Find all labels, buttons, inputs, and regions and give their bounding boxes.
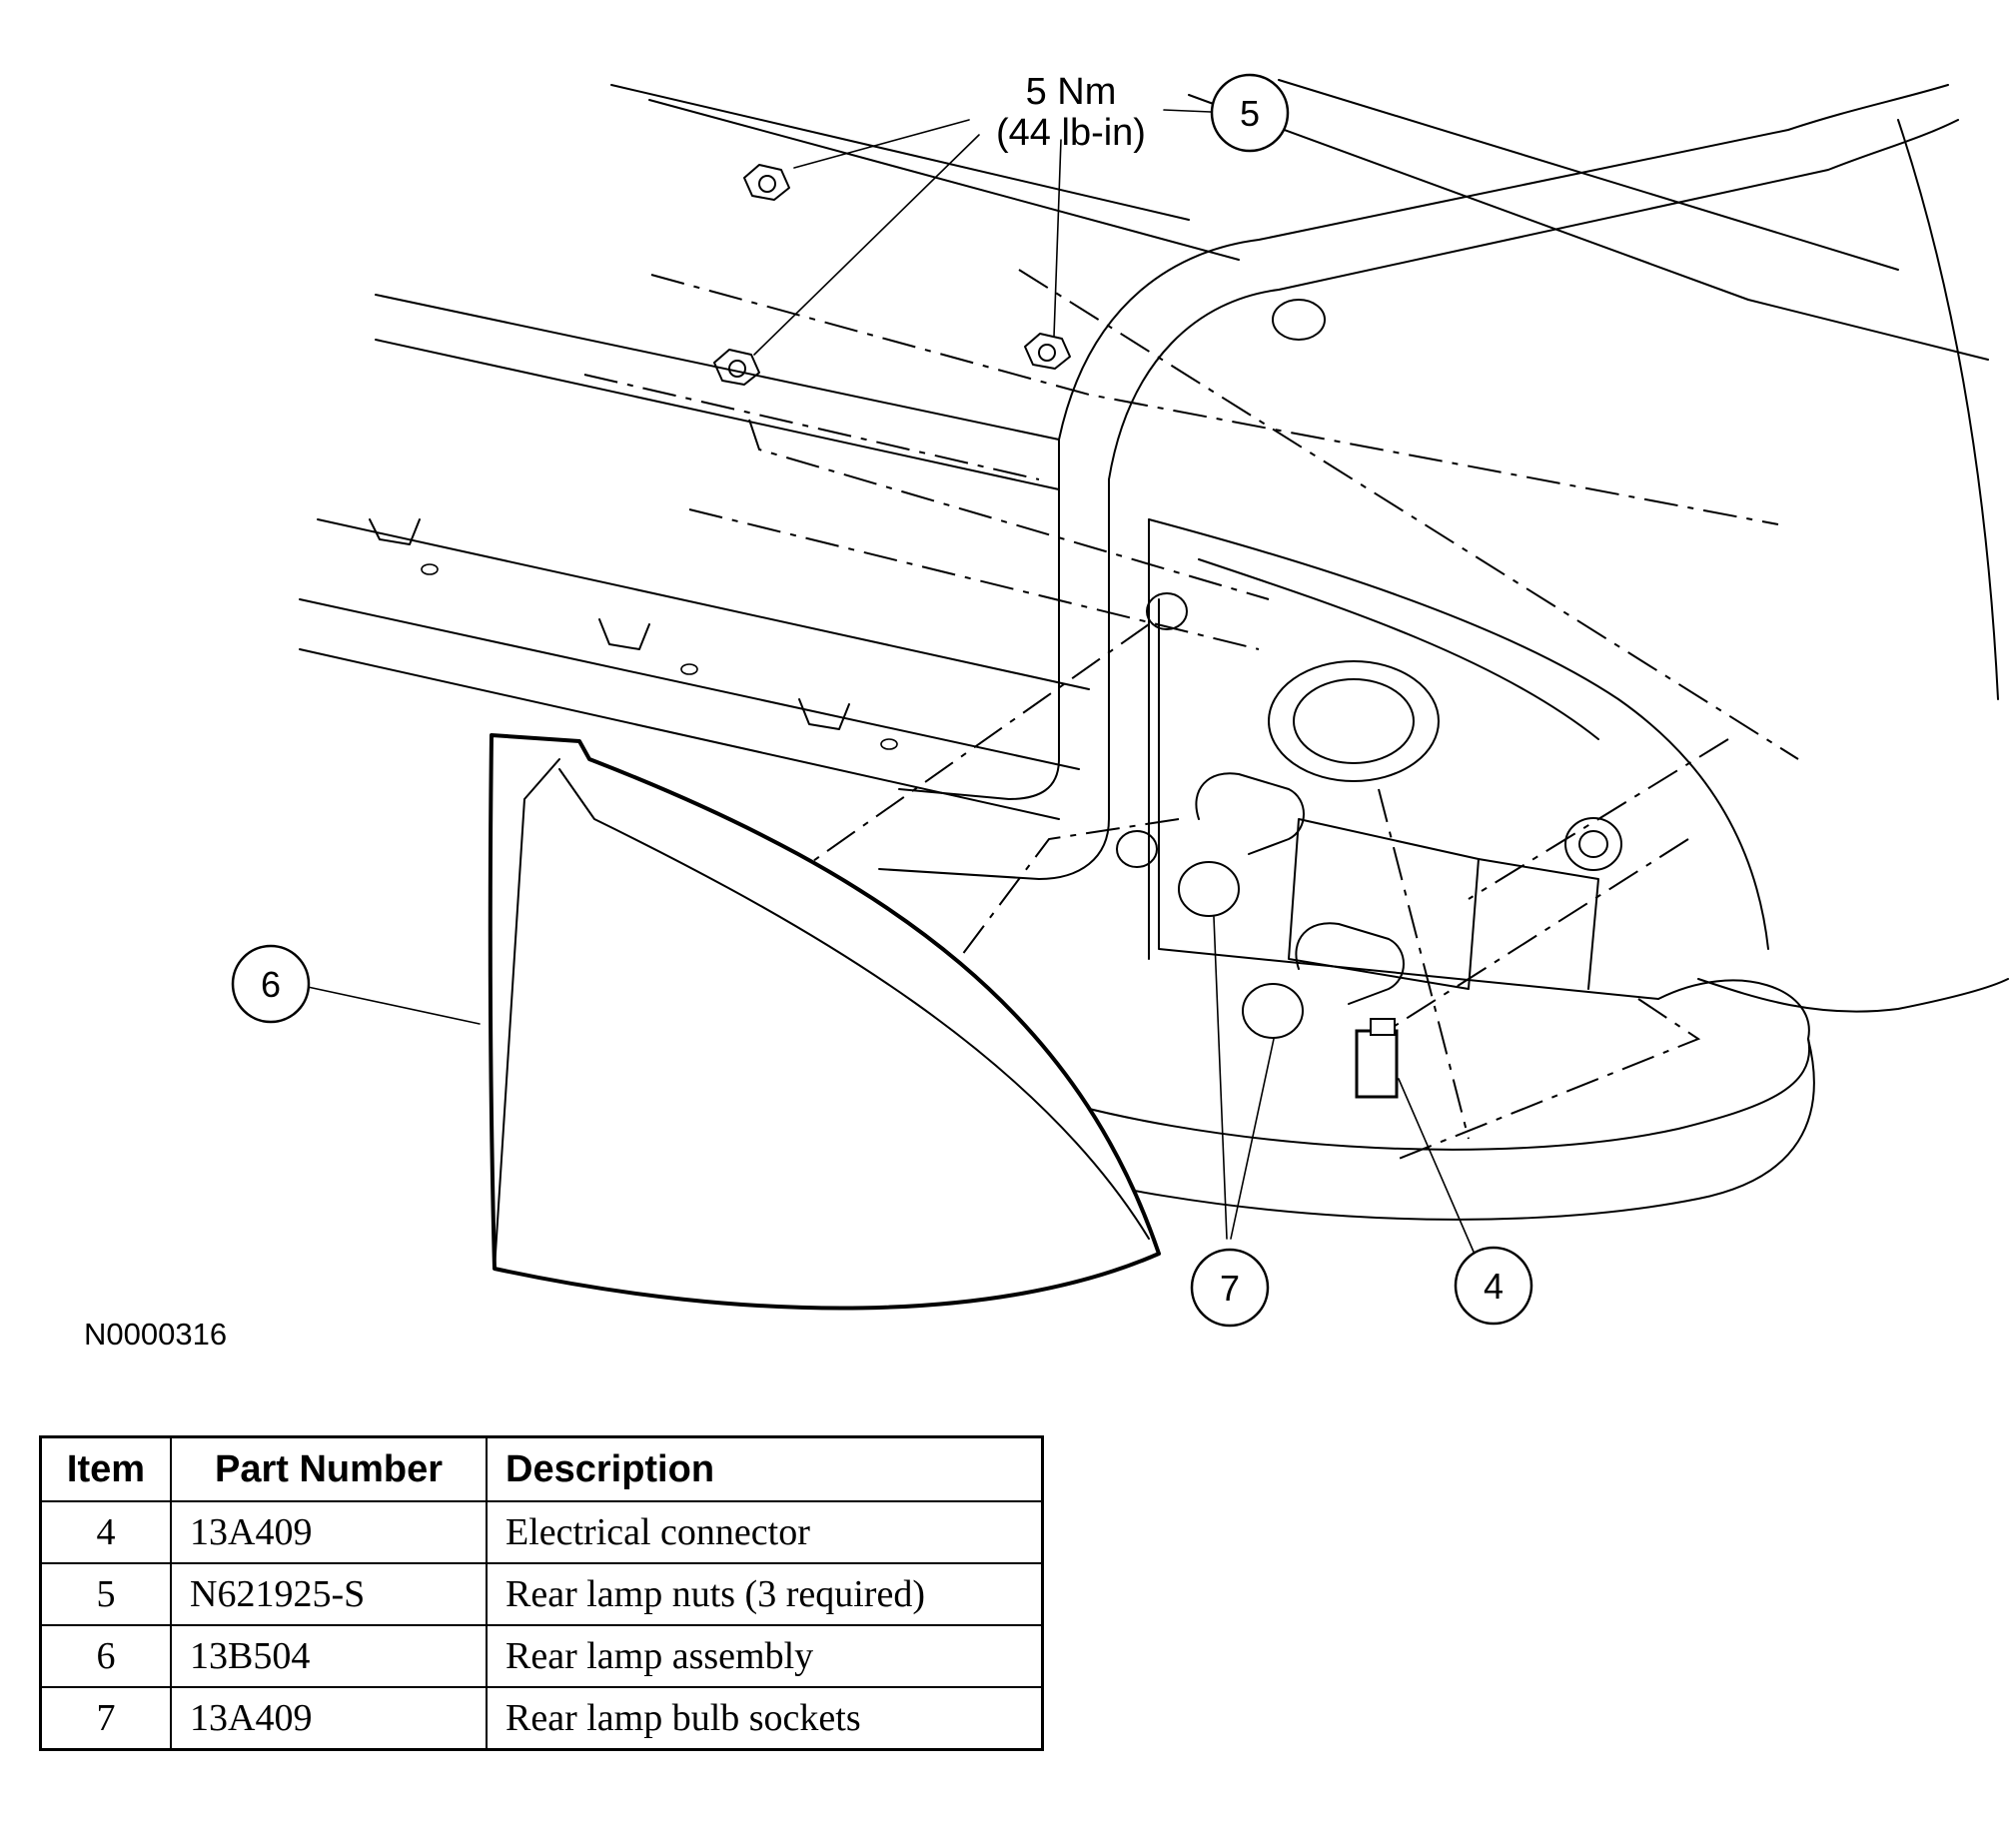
table-row: 6 13B504 Rear lamp assembly	[39, 1624, 1044, 1688]
rear-lamp-assembly	[488, 733, 1161, 1311]
cell-item: 6	[39, 1624, 172, 1688]
cell-part-number: N621925-S	[170, 1562, 488, 1626]
electrical-connector	[1355, 1018, 1399, 1099]
table-header-row: Item Part Number Description	[39, 1435, 1044, 1502]
header-part-number: Part Number	[170, 1435, 488, 1502]
bulb-socket-upper	[1178, 772, 1305, 917]
cell-description: Rear lamp bulb sockets	[486, 1686, 1044, 1751]
cell-item: 7	[39, 1686, 172, 1751]
cell-part-number: 13A409	[170, 1686, 488, 1751]
cell-part-number: 13B504	[170, 1624, 488, 1688]
cell-description: Rear lamp nuts (3 required)	[486, 1562, 1044, 1626]
callout-7-label: 7	[1220, 1268, 1240, 1309]
cell-part-number: 13A409	[170, 1500, 488, 1564]
table-row: 5 N621925-S Rear lamp nuts (3 required)	[39, 1562, 1044, 1626]
torque-imperial: (44 lb-in)	[996, 112, 1146, 154]
callout-6: 6	[231, 944, 311, 1024]
cell-description: Rear lamp assembly	[486, 1624, 1044, 1688]
cell-item: 4	[39, 1500, 172, 1564]
callout-5-label: 5	[1240, 93, 1260, 134]
header-description: Description	[486, 1435, 1044, 1502]
parts-table: Item Part Number Description 4 13A409 El…	[39, 1435, 1044, 1751]
vehicle-body-lines	[299, 79, 2009, 1221]
callout-4: 4	[1454, 1246, 1533, 1326]
figure-id: N0000316	[84, 1317, 227, 1352]
callout-4-label: 4	[1484, 1266, 1504, 1307]
exploded-view-diagram: 5 Nm (44 lb-in) 5 6 7 4 N0000316	[84, 71, 2009, 1352]
callout-7: 7	[1190, 1248, 1270, 1328]
nut-icon	[713, 349, 760, 386]
callout-6-label: 6	[261, 964, 281, 1005]
leader-lines	[307, 109, 1478, 1260]
nut-icon	[743, 164, 790, 201]
table-row: 4 13A409 Electrical connector	[39, 1500, 1044, 1564]
cell-item: 5	[39, 1562, 172, 1626]
torque-metric: 5 Nm	[1026, 71, 1117, 113]
callout-5: 5	[1210, 73, 1290, 153]
alignment-lines	[583, 269, 1799, 1160]
nut-icon	[1024, 333, 1071, 370]
cell-description: Electrical connector	[486, 1500, 1044, 1564]
bulb-socket-lower	[1242, 922, 1405, 1039]
table-row: 7 13A409 Rear lamp bulb sockets	[39, 1686, 1044, 1751]
header-item: Item	[39, 1435, 172, 1502]
